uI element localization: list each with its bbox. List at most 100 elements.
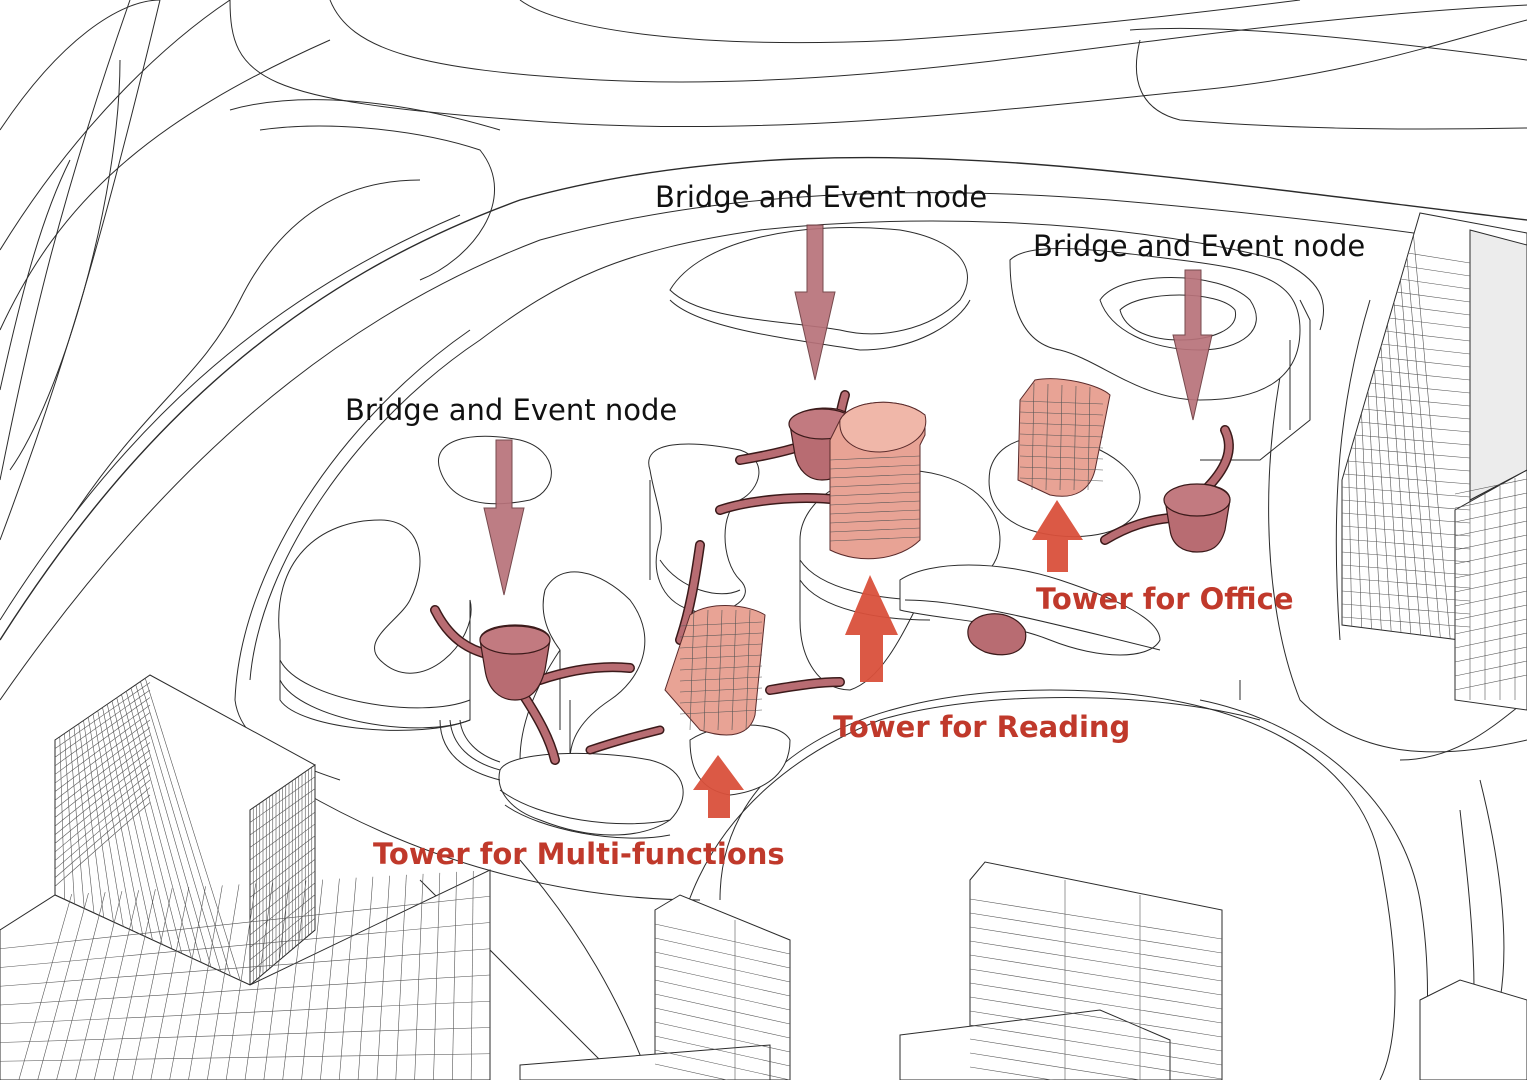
hatch-line bbox=[1341, 590, 1471, 602]
hatch-line bbox=[414, 873, 424, 1080]
hatch-line bbox=[1341, 616, 1471, 628]
arrow-up-icon bbox=[1032, 500, 1083, 572]
hatch-line bbox=[654, 1063, 729, 1080]
hatch-line bbox=[338, 877, 357, 1080]
hatch-line bbox=[654, 1035, 791, 1067]
hatch-line bbox=[1351, 447, 1471, 459]
hatch-line bbox=[207, 884, 240, 1080]
hatch-line bbox=[130, 687, 212, 968]
hatch-line bbox=[1404, 265, 1471, 277]
hatch-line bbox=[1059, 384, 1063, 491]
hatch-line bbox=[37, 892, 89, 1080]
hatch-line bbox=[1341, 603, 1471, 615]
hatch-line bbox=[829, 455, 921, 461]
hatch-line bbox=[1388, 317, 1471, 329]
arrow-down-icon bbox=[794, 224, 836, 381]
hatch-line bbox=[1341, 538, 1471, 550]
tower-office bbox=[1017, 378, 1111, 497]
hatch-line bbox=[121, 694, 192, 959]
hatch-line bbox=[54, 719, 151, 792]
hatch-line bbox=[249, 776, 316, 823]
hatch-line bbox=[83, 720, 114, 923]
hatch-line bbox=[249, 882, 316, 936]
hatch-line bbox=[1073, 385, 1077, 491]
tower-multi-grid bbox=[679, 609, 763, 731]
hatch-line bbox=[54, 779, 151, 861]
hatch-line bbox=[54, 734, 151, 810]
arrow-down-icon bbox=[1172, 269, 1213, 421]
hatch-line bbox=[263, 881, 290, 1080]
hatch-line bbox=[0, 948, 491, 987]
hatch-line bbox=[395, 874, 407, 1080]
tower-reading bbox=[829, 401, 927, 560]
surrounding-buildings bbox=[0, 212, 1527, 1080]
hatch-line bbox=[54, 764, 151, 844]
hatch-line bbox=[0, 1027, 491, 1043]
hatch-line bbox=[679, 687, 763, 693]
hatch-line bbox=[969, 1066, 1054, 1080]
hatch-line bbox=[150, 887, 190, 1080]
hatch-line bbox=[54, 682, 151, 749]
hatch-line bbox=[1341, 512, 1471, 524]
hatch-line bbox=[249, 847, 316, 898]
hatch-line bbox=[0, 974, 491, 1006]
hatch-line bbox=[68, 730, 85, 909]
hatch-line bbox=[969, 898, 1223, 940]
hatch-line bbox=[1385, 330, 1471, 342]
hatch-line bbox=[249, 823, 316, 873]
label-tower-reading: Tower for Reading bbox=[833, 710, 1130, 744]
tower-arrows bbox=[693, 500, 1083, 818]
facade-grid bbox=[0, 235, 1527, 1080]
hatch-line bbox=[679, 709, 763, 715]
hatch-line bbox=[829, 473, 921, 479]
hatch-line bbox=[249, 811, 316, 861]
hatch-line bbox=[18, 893, 73, 1080]
hatch-line bbox=[112, 889, 156, 1080]
hatch-line bbox=[1341, 499, 1471, 511]
hatch-line bbox=[969, 1038, 1223, 1080]
label-node-top: Bridge and Event node bbox=[655, 180, 987, 214]
hatch-line bbox=[54, 794, 151, 879]
hatch-line bbox=[1354, 435, 1362, 628]
hatch-line bbox=[654, 993, 791, 1025]
hatch-line bbox=[1400, 278, 1471, 290]
hatch-line bbox=[144, 678, 241, 981]
hatch-line bbox=[654, 979, 791, 1011]
labels: Bridge and Event node Bridge and Event n… bbox=[345, 180, 1365, 871]
hatch-line bbox=[1400, 279, 1431, 637]
hatch-line bbox=[1358, 421, 1471, 433]
hatch-line bbox=[249, 800, 316, 848]
hatch-line bbox=[433, 872, 441, 1080]
hatch-line bbox=[135, 684, 222, 972]
hatch-line bbox=[376, 875, 390, 1080]
hatch-line bbox=[54, 742, 151, 818]
hatch-line bbox=[654, 1007, 791, 1039]
podium-terraces bbox=[278, 227, 1311, 839]
hatch-line bbox=[969, 1052, 1143, 1080]
hatch-line bbox=[829, 536, 921, 542]
hatch-line bbox=[1366, 395, 1471, 407]
hatch-line bbox=[829, 482, 921, 488]
event-node-right bbox=[1163, 483, 1231, 553]
hatch-line bbox=[1374, 368, 1392, 632]
hatch-line bbox=[116, 697, 183, 954]
hatch-line bbox=[969, 1024, 1223, 1066]
hatch-line bbox=[1396, 291, 1471, 303]
hatch-line bbox=[1019, 444, 1104, 449]
hatch-line bbox=[54, 802, 151, 887]
hatch-line bbox=[1031, 382, 1035, 491]
hatch-line bbox=[689, 609, 695, 731]
hatch-line bbox=[140, 681, 231, 977]
hatch-line bbox=[249, 835, 316, 886]
hatch-line bbox=[1341, 525, 1471, 537]
hatch-line bbox=[249, 917, 316, 973]
hatch-line bbox=[0, 1053, 491, 1062]
hatch-line bbox=[1377, 356, 1471, 368]
hatch-line bbox=[54, 757, 151, 835]
hatch-line bbox=[249, 788, 316, 836]
hatch-line bbox=[1347, 460, 1471, 472]
hatch-line bbox=[249, 859, 316, 911]
hatch-line bbox=[654, 1021, 791, 1053]
hatch-line bbox=[969, 968, 1223, 1010]
